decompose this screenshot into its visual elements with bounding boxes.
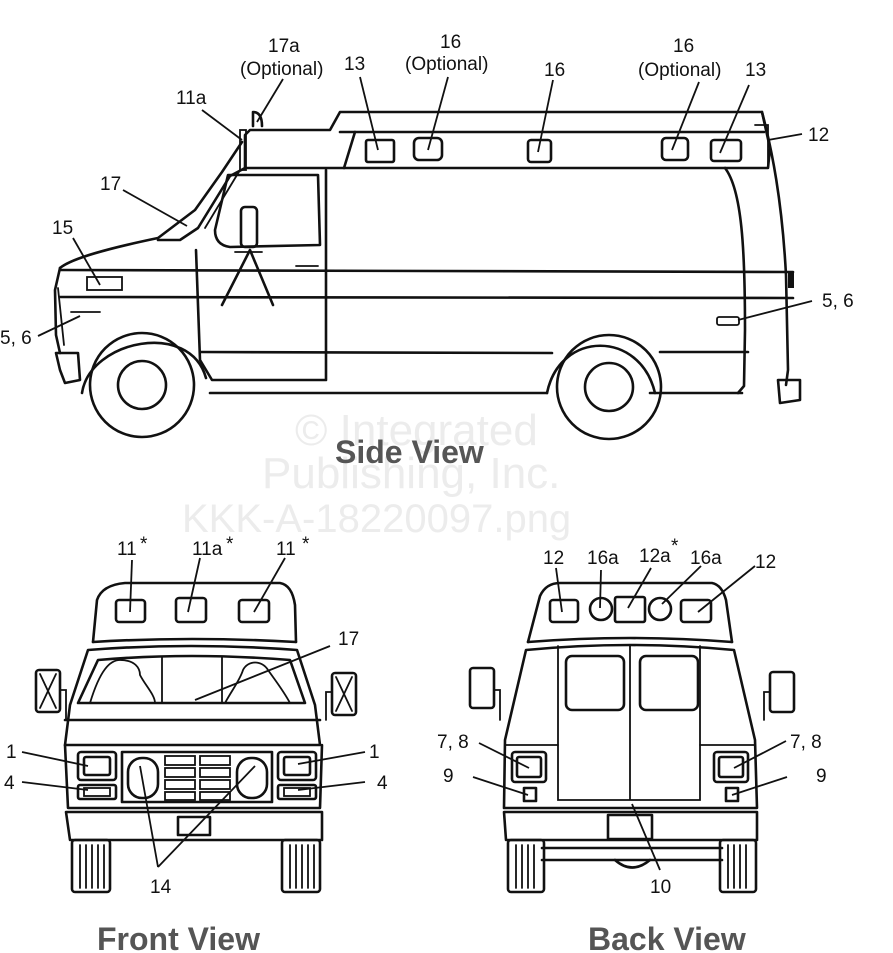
front-view: 11 * 11a * 11 * 17 1 1 4 4 14 Front View: [4, 534, 388, 953]
side-leaders: [37, 76, 813, 337]
back-view: 12 16a 12a * 16a 12 7, 8 7, 8 9 9 10 Bac…: [437, 536, 827, 953]
label-9-left: 9: [443, 766, 454, 787]
light-16-optional-rear: [660, 136, 690, 162]
label-17a-optional: (Optional): [240, 59, 323, 80]
label-16a-right: 16a: [690, 548, 722, 569]
label-16-optional-rear: 16: [673, 36, 694, 57]
back-view-title: Back View: [588, 921, 746, 953]
side-view-title: Side View: [335, 434, 484, 470]
label-13-front: 13: [344, 54, 365, 75]
light-10-license: [606, 813, 654, 841]
back-leaders: [472, 565, 788, 871]
light-13-front: [364, 138, 396, 164]
light-7-8-left: [515, 755, 543, 779]
side-view: 17a (Optional) 13 16 (Optional) 16 16 (O…: [0, 32, 854, 470]
label-14: 14: [150, 877, 172, 898]
label-7-8-left: 7, 8: [437, 732, 469, 753]
asterisk-11-right: *: [302, 534, 310, 555]
front-roof-lights: [114, 596, 271, 624]
light-11-right: [237, 598, 271, 624]
light-12a: [613, 595, 647, 624]
label-10: 10: [650, 877, 671, 898]
label-4-right: 4: [377, 773, 388, 794]
back-roof-lights: [548, 595, 713, 624]
asterisk-11-left: *: [140, 534, 148, 555]
label-17: 17: [338, 629, 359, 650]
side-view-van-body: [53, 110, 802, 441]
light-7-8-right: [717, 755, 745, 779]
watermark-line-1: © Integrated: [295, 406, 538, 455]
light-13-rear: [709, 138, 743, 163]
front-leaders: [21, 557, 366, 868]
label-17a: 17a: [268, 36, 300, 57]
front-view-van-body: [34, 581, 358, 894]
asterisk-12a: *: [671, 536, 679, 557]
label-17: 17: [100, 174, 121, 195]
light-12-right: [679, 598, 713, 624]
label-12a: 12a: [639, 546, 671, 567]
label-7-8-right: 7, 8: [790, 732, 822, 753]
asterisk-11a: *: [226, 534, 234, 555]
light-16-optional-front: [412, 136, 444, 162]
label-5-6-rear: 5, 6: [822, 291, 854, 312]
watermark-line-3: KKK-A-18220097.png: [182, 497, 571, 541]
watermark-line-2: Publishing, Inc.: [262, 449, 560, 498]
label-16a-left: 16a: [587, 548, 619, 569]
back-labels: 12 16a 12a * 16a 12 7, 8 7, 8 9 9 10: [437, 536, 827, 898]
label-12: 12: [808, 125, 829, 146]
light-16-mid: [526, 138, 553, 164]
watermark: © Integrated Publishing, Inc. KKK-A-1822…: [182, 406, 571, 541]
label-9-right: 9: [816, 766, 827, 787]
front-labels: 11 * 11a * 11 * 17 1 1 4 4 14: [4, 534, 388, 898]
label-11-left: 11: [117, 539, 137, 560]
label-16-mid: 16: [544, 60, 565, 81]
label-16-optional-front-text: (Optional): [405, 54, 488, 75]
label-12-right: 12: [755, 552, 776, 573]
label-4-left: 4: [4, 773, 15, 794]
light-14-right: [235, 756, 269, 800]
label-16-optional-front: 16: [440, 32, 461, 53]
light-9-right: [724, 786, 740, 803]
label-15: 15: [52, 218, 73, 239]
back-view-van-body: [468, 581, 796, 894]
light-12-left: [548, 598, 580, 624]
side-labels: 17a (Optional) 13 16 (Optional) 16 16 (O…: [0, 32, 854, 349]
light-14-left: [126, 756, 160, 800]
label-13-rear: 13: [745, 60, 766, 81]
side-roof-lights: [364, 136, 743, 164]
label-11-right: 11: [276, 539, 296, 560]
label-1-left: 1: [6, 742, 17, 763]
label-11a: 11a: [192, 539, 223, 560]
label-16-optional-rear-text: (Optional): [638, 60, 721, 81]
label-12-left: 12: [543, 548, 564, 569]
front-view-title: Front View: [97, 921, 260, 953]
label-5-6-front: 5, 6: [0, 328, 32, 349]
label-1-right: 1: [369, 742, 380, 763]
light-16a-right: [647, 596, 673, 622]
label-11a: 11a: [176, 88, 207, 109]
